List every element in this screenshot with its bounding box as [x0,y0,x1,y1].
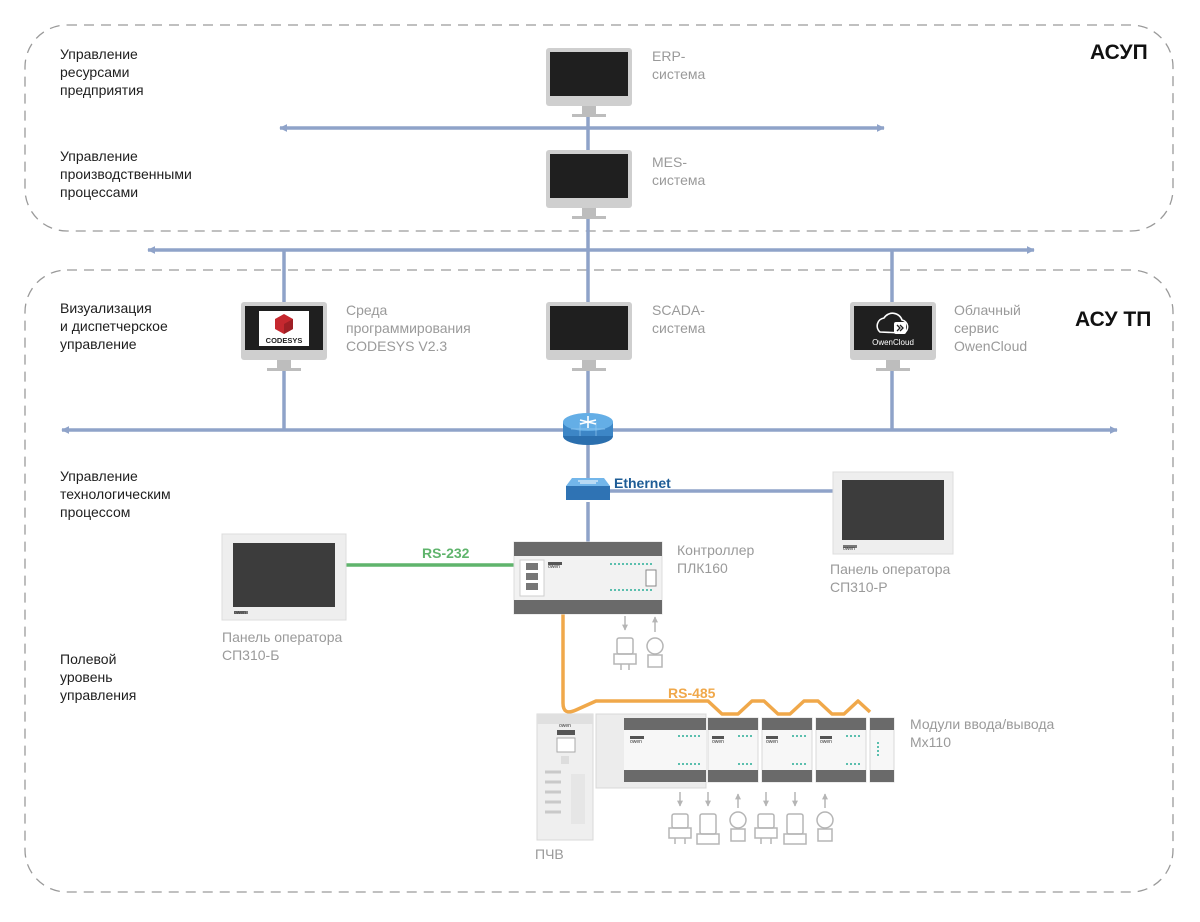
rs485-line [561,614,872,716]
rs232-bus-label: RS-232 [422,545,470,561]
panel-sp310b-label: Панель оператора СП310-Б [222,629,343,663]
level-label-visualization: Визуализация и диспетчерское управление [60,300,168,352]
plc-brand-text: owen [548,564,560,570]
vfd-brand-text: owen [559,723,571,729]
panel-sp310r-label: Панель оператора СП310-Р [830,561,951,595]
asup-zone-title: АСУП [1090,41,1148,64]
module-main-brand-text: owen [630,739,642,745]
plc-sensors [613,616,664,670]
asutp-zone-border [24,269,1174,893]
module-2-brand-text: owen [712,739,724,745]
level-label-field: Полевой уровень управления [60,651,137,703]
asup-zone-border [24,24,1174,232]
plc-label: Контроллер ПЛК160 [677,542,755,576]
firewall-icon [563,413,613,445]
module-3-brand-text: owen [766,739,778,745]
owencloud-logo-text: OwenCloud [872,338,914,347]
owencloud-monitor: OwenCloud [850,302,936,371]
panel-sp310b-device [221,533,347,621]
plc160-device [513,541,663,615]
codesys-label: Среда программирования CODESYS V2.3 [346,302,471,354]
vfd-label: ПЧВ [535,846,564,862]
ethernet-switch-icon [566,478,610,500]
ethernet-bus-label: Ethernet [614,475,671,491]
field-sensors [668,792,834,845]
scada-monitor [546,302,632,371]
mes-monitor [546,150,632,219]
owencloud-label: Облачный сервис OwenCloud [954,302,1028,354]
codesys-monitor: CODESYS [241,302,327,371]
network-lines [61,106,1118,542]
level-label-production: Управление производственными процессами [60,148,192,200]
asutp-zone-title: АСУ ТП [1075,308,1152,331]
panel-b-brand-text: owen [234,610,246,616]
erp-monitor [546,48,632,117]
panel-sp310r-device [832,471,954,555]
module-4-brand-text: owen [820,739,832,745]
level-label-resources: Управление ресурсами предприятия [60,46,144,98]
level-label-process: Управление технологическим процессом [60,468,171,520]
rs485-bus-label: RS-485 [668,685,716,701]
erp-label: ERP- система [652,48,706,82]
io-modules [595,713,895,789]
scada-label: SCADA- система [652,302,706,336]
io-modules-label: Модули ввода/вывода Мх110 [910,716,1055,750]
mes-label: MES- система [652,154,706,188]
panel-r-brand-text: owen [843,546,855,552]
vfd-device [536,713,594,841]
codesys-logo-text: CODESYS [266,336,303,345]
